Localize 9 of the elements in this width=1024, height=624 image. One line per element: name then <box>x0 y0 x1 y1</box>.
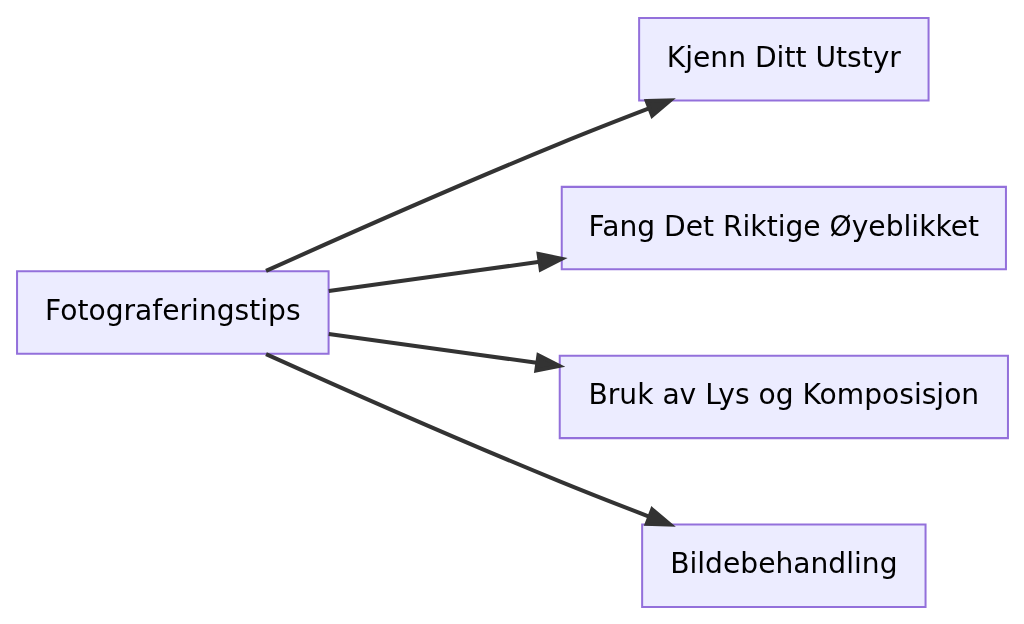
node-box: Fang Det Riktige Øyeblikket <box>560 185 1007 270</box>
arrow <box>328 331 565 373</box>
node-box: Kjenn Ditt Utstyr <box>637 16 930 101</box>
node-box: Fotograferingstips <box>15 269 330 355</box>
arrow <box>264 97 676 273</box>
node-box: Bildebehandling <box>640 523 927 608</box>
node-box: Bruk av Lys og Komposisjon <box>558 354 1009 439</box>
arrow <box>328 251 568 293</box>
arrow <box>264 351 676 527</box>
